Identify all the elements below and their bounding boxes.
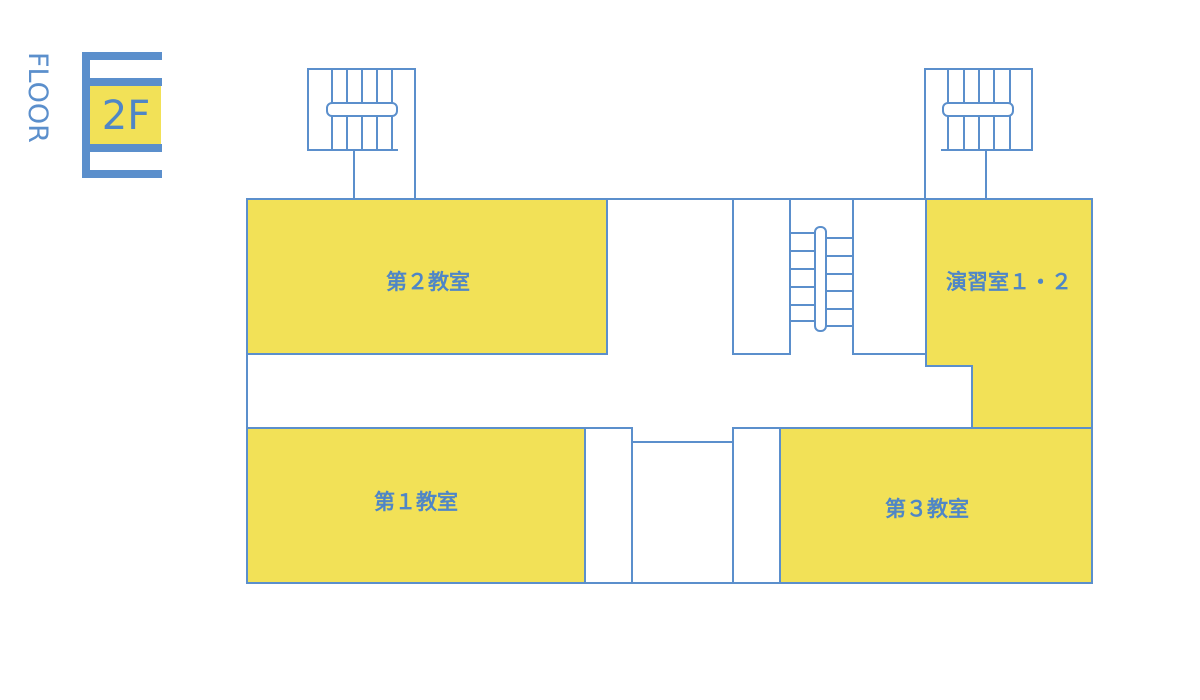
- handrail: [814, 226, 827, 332]
- utility-space-right: [732, 427, 781, 584]
- stairs-center: [732, 198, 927, 355]
- stairs-top-right: [924, 68, 1033, 198]
- room-1-label: 第１教室: [374, 490, 458, 514]
- badge-fill: [88, 86, 161, 144]
- seminar-room-label: 演習室１・２: [946, 270, 1072, 294]
- floor-badge: 2F FLOOR: [22, 52, 162, 178]
- room-3[interactable]: [779, 427, 1093, 584]
- floor-number: 2F: [102, 93, 150, 139]
- room-2[interactable]: [246, 198, 608, 355]
- utility-space-left: [584, 427, 633, 584]
- stairs-top-left: [307, 68, 416, 198]
- room-3-label: 第３教室: [885, 497, 969, 521]
- entrance-space: [631, 441, 734, 584]
- room-1[interactable]: [246, 427, 586, 584]
- handrail: [326, 102, 398, 117]
- handrail: [942, 102, 1014, 117]
- floor-word: FLOOR: [22, 52, 53, 143]
- room-2-label: 第２教室: [386, 270, 470, 294]
